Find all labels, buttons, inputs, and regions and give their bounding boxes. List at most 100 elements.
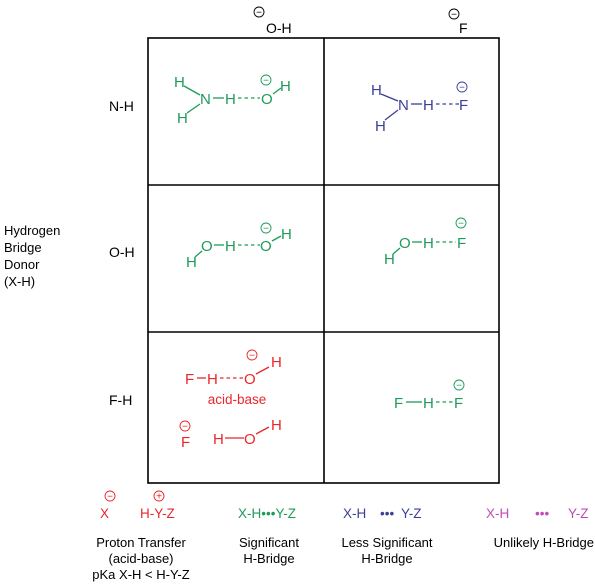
charge-sign: + xyxy=(156,492,162,503)
atom-h: H xyxy=(371,82,382,99)
bond xyxy=(194,250,203,258)
atom-o: O xyxy=(244,371,256,388)
charge-circle-icon xyxy=(453,379,465,391)
legend-unlikely-dots: ••• xyxy=(535,506,549,521)
legend-less-xh: X-H xyxy=(343,506,366,521)
charge-circle-icon xyxy=(153,490,165,502)
legend-unlikely-yz: Y-Z xyxy=(568,506,589,521)
atom-h: H xyxy=(423,395,434,412)
legend-less-significant-desc-2: H-Bridge xyxy=(361,551,412,566)
charge-circle-icon xyxy=(260,74,272,86)
column-header-f: F xyxy=(459,20,468,36)
atom-h: H xyxy=(225,238,236,255)
side-label-line: (X-H) xyxy=(4,274,36,289)
row-header-oh: O-H xyxy=(109,244,135,260)
charge-circle-icon xyxy=(253,6,265,18)
atom-n: N xyxy=(200,91,211,108)
atom-f: F xyxy=(185,371,194,388)
atom-o: O xyxy=(261,91,273,108)
cell-nh-oh: H N H H O − H xyxy=(174,74,291,127)
atom-h: H xyxy=(207,371,218,388)
atom-o: O xyxy=(244,431,256,448)
row-header-fh: F-H xyxy=(109,392,132,408)
side-label-hydrogen-bridge-donor: Hydrogen Bridge Donor (X-H) xyxy=(4,222,94,290)
charge-circle-icon xyxy=(455,217,467,229)
bond xyxy=(255,426,270,435)
atom-f: F xyxy=(459,97,468,114)
atom-h: H xyxy=(384,251,395,268)
atom-f: F xyxy=(454,395,463,412)
atom-h: H xyxy=(375,118,386,135)
legend-proton-transfer-desc-2: (acid-base) xyxy=(108,551,173,566)
atom-f: F xyxy=(457,235,466,252)
legend-unlikely-desc: Unlikely H-Bridge xyxy=(494,535,594,550)
cell-oh-f: H O H F − xyxy=(384,217,467,268)
cell-nh-f: H N H H F − xyxy=(371,81,468,135)
legend-less-significant-desc-1: Less Significant xyxy=(341,535,432,550)
bond xyxy=(183,85,201,96)
column-header-fluoride: − F xyxy=(448,8,468,36)
atom-h: H xyxy=(271,354,282,371)
legend-x: X xyxy=(100,506,109,521)
charge-sign: − xyxy=(451,10,457,21)
legend-significant-desc-2: H-Bridge xyxy=(243,551,294,566)
charge-sign: − xyxy=(263,76,269,87)
charge-sign: − xyxy=(107,492,113,503)
atom-h: H xyxy=(280,78,291,95)
charge-circle-icon xyxy=(260,222,272,234)
legend-less-yz: Y-Z xyxy=(401,506,422,521)
row-header-nh: N-H xyxy=(109,98,134,114)
bond xyxy=(272,87,282,95)
atom-h: H xyxy=(177,110,188,127)
atom-h: H xyxy=(271,417,282,434)
legend-less-dots: ••• xyxy=(380,506,394,521)
legend-proton-transfer-desc-1: Proton Transfer xyxy=(96,535,186,550)
atom-h: H xyxy=(281,226,292,243)
atom-h: H xyxy=(186,254,197,271)
bond xyxy=(384,109,399,121)
atom-o: O xyxy=(399,235,411,252)
charge-sign: − xyxy=(249,351,255,362)
bond xyxy=(271,235,282,242)
side-label-line: Donor xyxy=(4,257,40,272)
cell-oh-oh: H O H O − H xyxy=(186,222,292,271)
charge-sign: − xyxy=(256,8,262,19)
atom-h: H xyxy=(423,97,434,114)
charge-sign: − xyxy=(182,422,188,433)
side-label-line: Bridge xyxy=(4,240,42,255)
column-header-hydroxide: − O-H xyxy=(253,6,292,36)
matrix-grid xyxy=(147,37,500,484)
legend-less-significant: X-H ••• Y-Z Less Significant H-Bridge xyxy=(341,506,432,566)
cell-fh-oh: F H O − H acid-base − F H O H xyxy=(179,349,282,451)
legend-unlikely-xh: X-H xyxy=(486,506,509,521)
side-label-line: Hydrogen xyxy=(4,223,61,238)
charge-sign: − xyxy=(459,83,465,94)
atom-o: O xyxy=(260,238,272,255)
atom-n: N xyxy=(398,97,409,114)
legend-significant-desc-1: Significant xyxy=(239,535,299,550)
legend-unlikely: X-H ••• Y-Z Unlikely H-Bridge xyxy=(486,506,594,550)
charge-sign: − xyxy=(263,224,269,235)
legend-significant-sample: X-H•••Y-Z xyxy=(238,506,296,521)
charge-sign: − xyxy=(458,219,464,230)
bond xyxy=(380,93,399,102)
charge-sign: − xyxy=(456,381,462,392)
atom-h: H xyxy=(174,74,185,91)
legend-proton-transfer-desc-3: pKa X-H < H-Y-Z xyxy=(92,567,189,582)
legend-hyz: H-Y-Z xyxy=(140,506,175,521)
atom-f: F xyxy=(181,434,190,451)
charge-circle-icon xyxy=(246,349,258,361)
atom-h: H xyxy=(225,91,236,108)
atom-h: H xyxy=(213,431,224,448)
atom-h: H xyxy=(423,235,434,252)
charge-circle-icon xyxy=(448,8,460,20)
atom-o: O xyxy=(201,238,213,255)
charge-circle-icon xyxy=(104,490,116,502)
bond xyxy=(255,366,270,375)
cell-fh-f: F H F − xyxy=(394,379,465,412)
legend-proton-transfer: − X + H-Y-Z Proton Transfer (acid-base) … xyxy=(92,490,190,582)
atom-f: F xyxy=(394,395,403,412)
legend-significant: X-H•••Y-Z Significant H-Bridge xyxy=(238,506,299,566)
column-header-oh: O-H xyxy=(266,20,292,36)
